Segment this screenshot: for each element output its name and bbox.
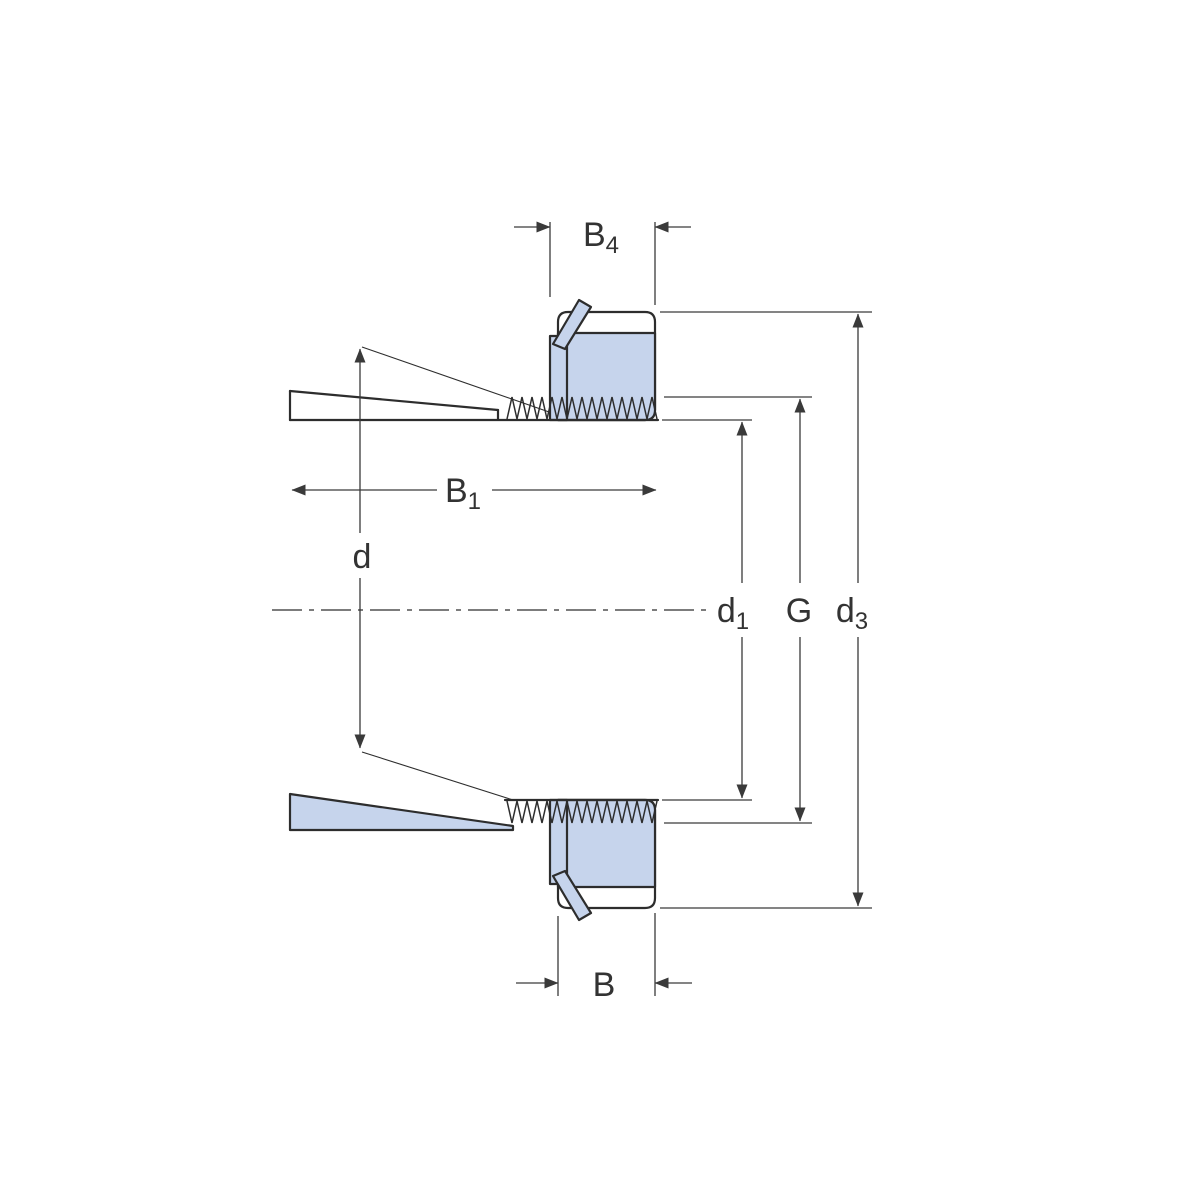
lock-washer-tab-bottom [551, 869, 593, 922]
dimension-d: d [353, 348, 372, 749]
thread-profile-bottom [506, 800, 658, 824]
dimension-d1: d1 [662, 419, 752, 801]
lock-nut-assembly-top [548, 298, 657, 422]
g-label: G [786, 592, 812, 630]
lock-washer-tab-top [551, 298, 593, 351]
b1-label: B1 [445, 472, 481, 515]
dimension-b1: B1 [291, 472, 657, 515]
b4-label: B4 [583, 216, 619, 259]
d-label: d [353, 538, 372, 576]
dimension-g: G [664, 396, 812, 824]
d1-label: d1 [717, 592, 749, 635]
b-label: B [593, 966, 616, 1004]
sleeve-top-half [288, 346, 553, 422]
sleeve-section-wedge [288, 792, 515, 832]
thread-profile-top [506, 396, 658, 420]
dimension-b4: B4 [514, 216, 691, 305]
sleeve-taper-line-bottom [361, 751, 514, 801]
sleeve-outer-edge-top [288, 389, 500, 412]
sleeve-bottom-half [288, 751, 515, 832]
d3-label: d3 [836, 592, 868, 635]
dimension-b: B [516, 913, 692, 1004]
dimension-d3: d3 [660, 311, 872, 909]
